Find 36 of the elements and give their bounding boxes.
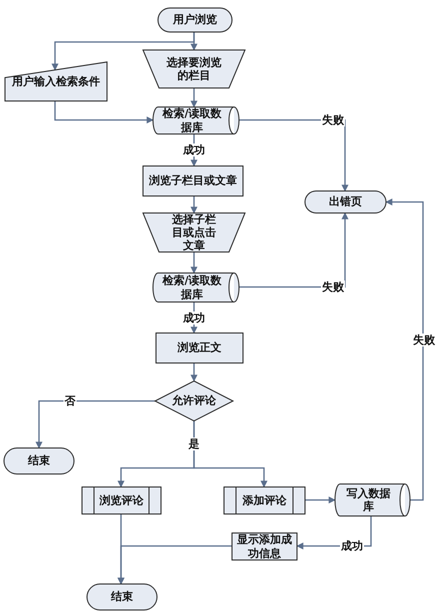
edge-label: 失败 [321,280,345,294]
arrow [385,198,424,501]
terminal-box: 结束 [87,584,157,610]
arrow [193,421,268,488]
edge-label: 成功 [340,540,364,552]
edge-label: 是 [188,438,200,450]
arrow [36,400,155,449]
database-cylinder: 检索/读取数据库 [153,107,239,134]
edge-label: 否 [64,394,76,408]
arrow [305,496,336,504]
arrow [54,101,154,124]
process-box: 显示添加成功信息 [232,533,297,560]
process-box: 浏览正文 [156,333,243,363]
edge-label: 成功 [182,144,206,156]
manual-input-box: 用户输入检索条件 [5,62,107,101]
terminal-box: 出错页 [305,191,386,213]
terminal-box: 用户浏览 [158,8,232,32]
decision-diamond: 允许评论 [155,381,233,421]
subprocess-box: 浏览评论 [82,487,161,514]
edge-label: 失败 [412,334,436,346]
subprocess-box: 添加评论 [224,487,305,514]
arrow [190,88,198,108]
arrow [52,32,195,71]
edge-label: 失败 [321,114,345,126]
arrow [239,212,348,288]
arrow [190,196,198,214]
database-cylinder: 写入数据库 [335,484,410,516]
arrow [118,545,232,585]
manual-operation-box: 选择子栏目或点击文章 [143,213,245,252]
arrow [190,363,198,382]
manual-operation-box: 选择要浏览的栏目 [143,50,245,88]
edge-label: 成功 [182,312,206,324]
database-cylinder: 检索/读取数据库 [153,273,239,302]
process-box: 浏览子栏目或文章 [143,166,243,196]
terminal-box: 结束 [4,448,74,474]
arrow [190,252,198,274]
